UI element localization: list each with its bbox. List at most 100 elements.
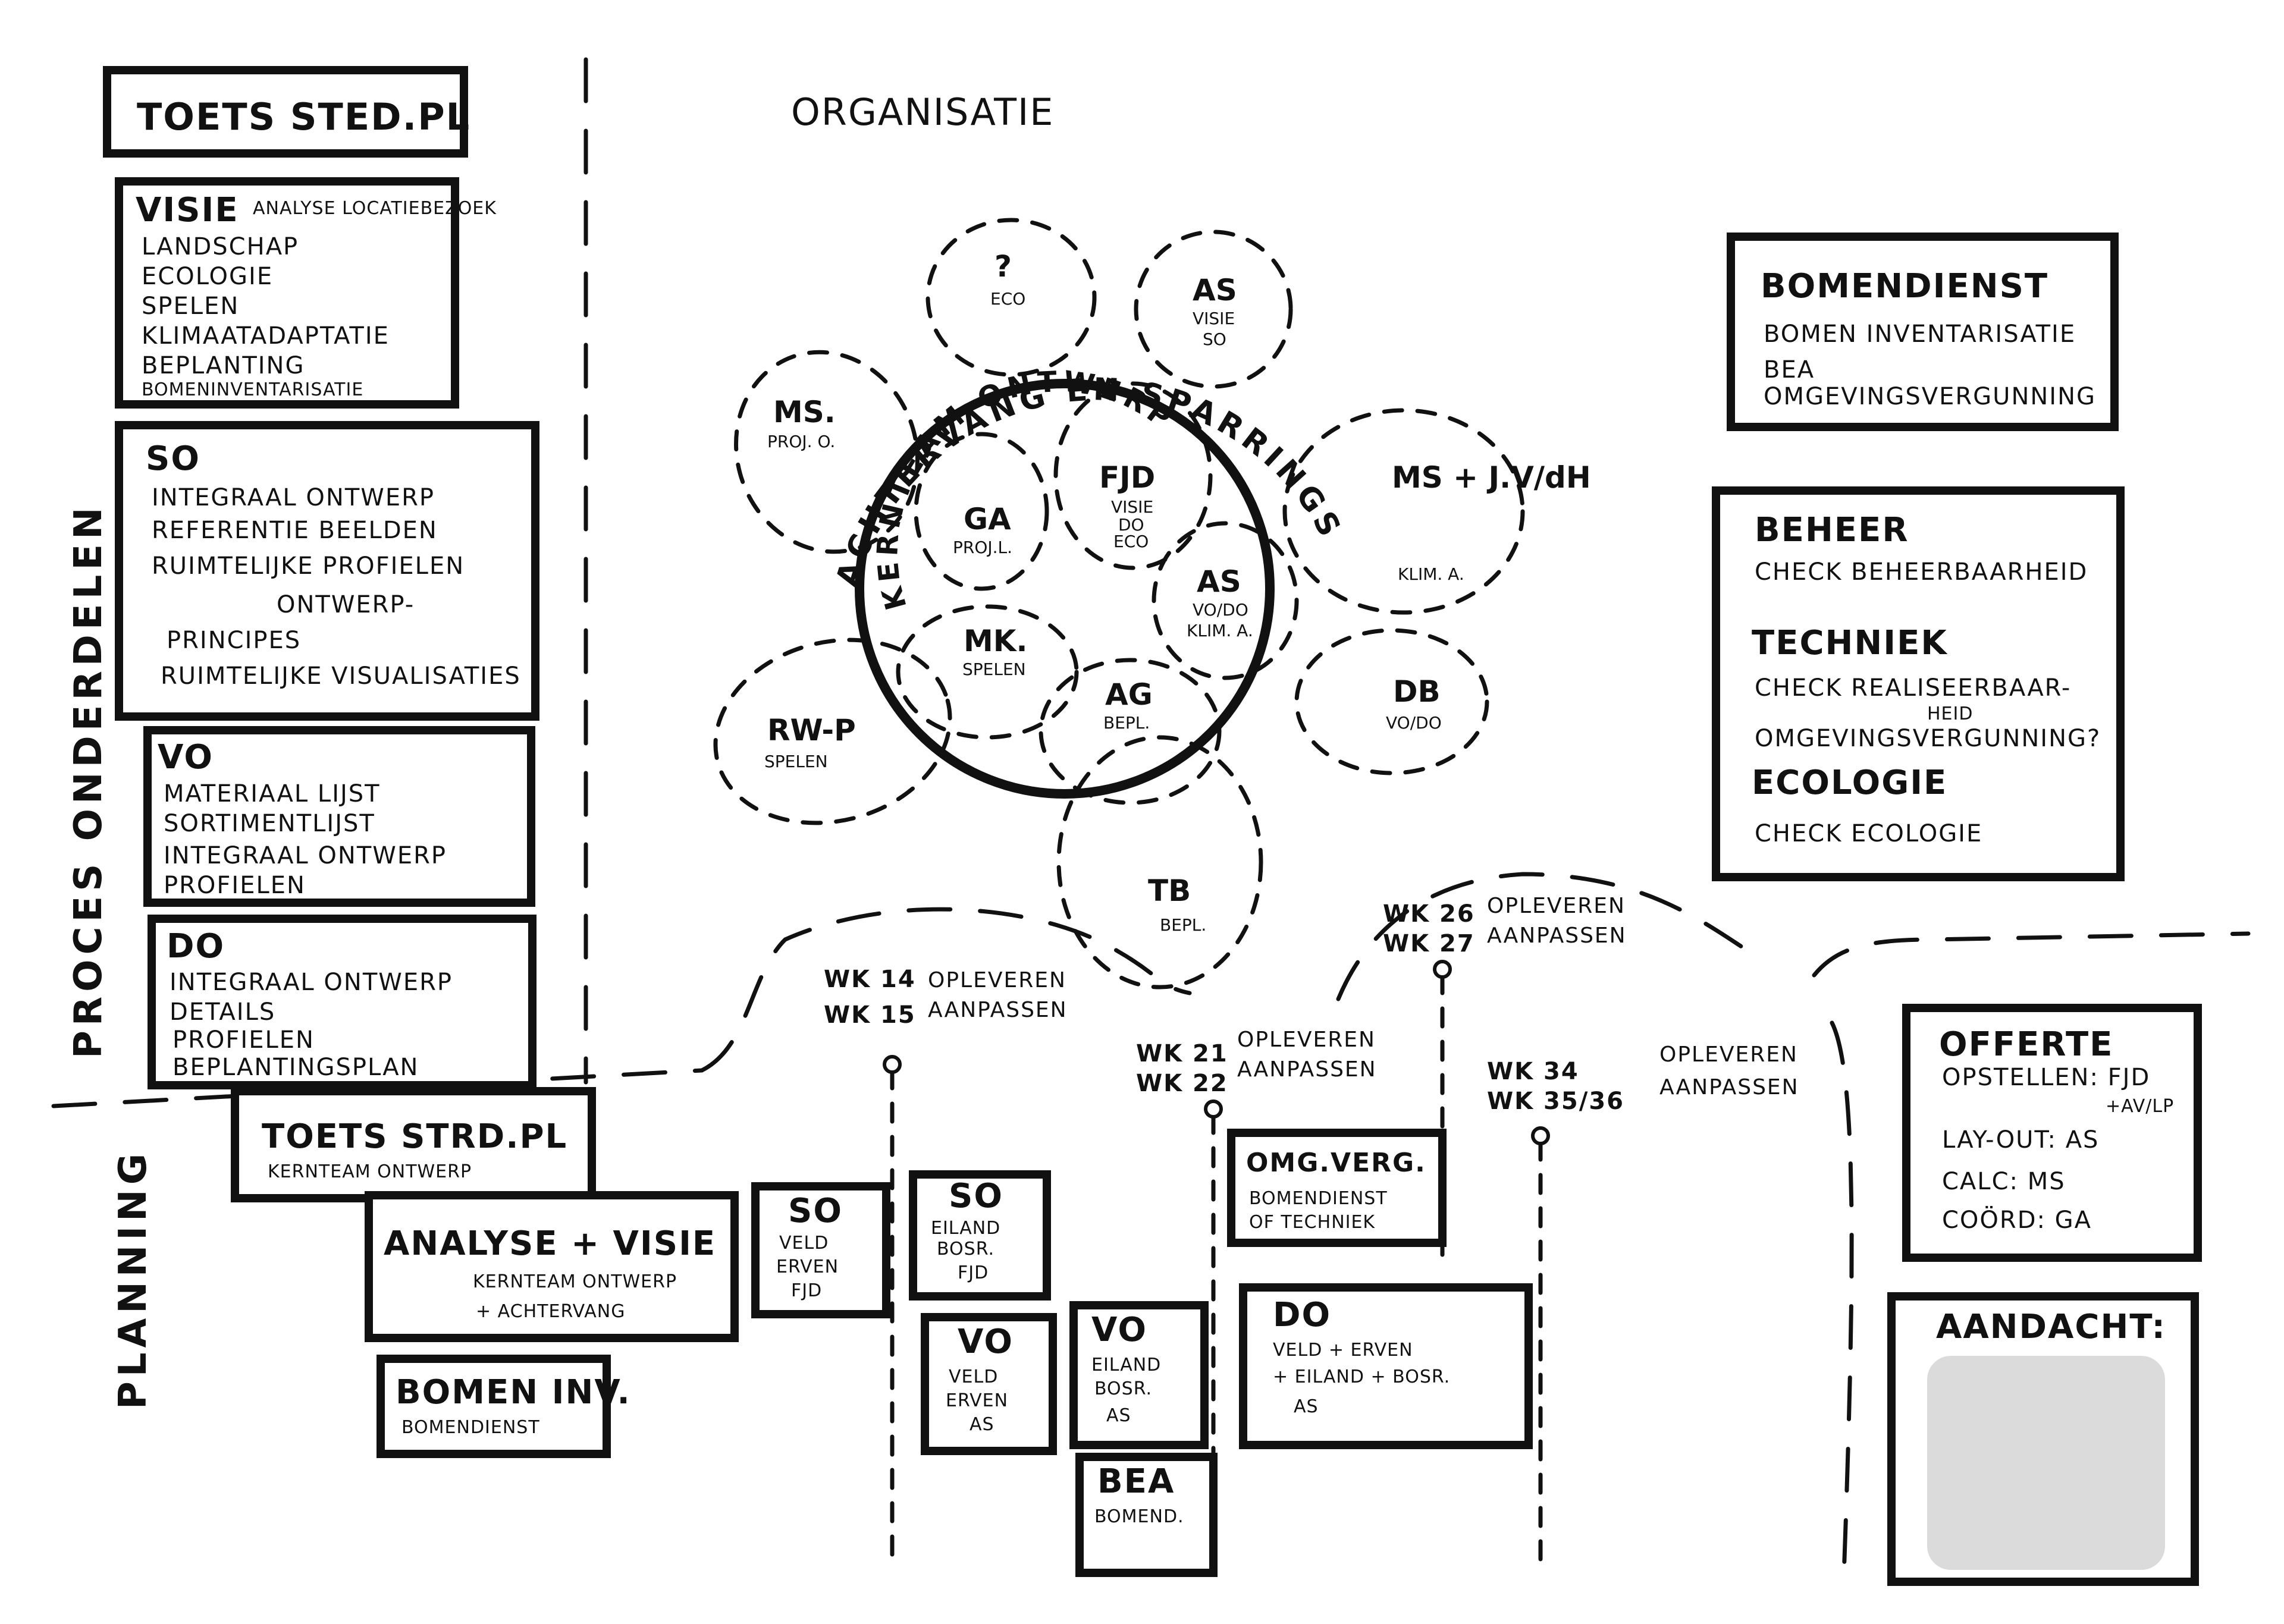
task-frame bbox=[1069, 1301, 1209, 1449]
task-title: SO bbox=[949, 1177, 1003, 1215]
beheer-item: CHECK BEHEERBAARHEID bbox=[1755, 558, 2088, 586]
task-title: VO bbox=[958, 1323, 1014, 1361]
milestone-week: WK 15 bbox=[824, 1001, 916, 1029]
task-omg-verg[interactable]: OMG.VERG. BOMENDIENST OF TECHNIEK bbox=[1227, 1129, 1447, 1247]
core-segment bbox=[1152, 521, 1299, 680]
task-vo-veld[interactable]: VO VELD ERVEN AS bbox=[921, 1313, 1057, 1455]
planning-label: PLANNING bbox=[111, 1149, 155, 1409]
petal-member-sub: KLIM. A. bbox=[1398, 564, 1464, 584]
milestone-pin bbox=[883, 1055, 902, 1074]
petal-member-db: DB VO/DO bbox=[1386, 674, 1442, 733]
core-member-sub: BEPL. bbox=[1103, 713, 1150, 733]
milestone-week: WK 14 bbox=[824, 966, 916, 993]
task-so-veld[interactable]: SO VELD ERVEN FJD bbox=[751, 1182, 890, 1318]
phase-visie-item: SPELEN bbox=[142, 293, 239, 320]
phase-do-item: PROFIELEN bbox=[172, 1026, 315, 1054]
task-title: TOETS STRD.PL bbox=[262, 1117, 567, 1156]
milestone-week: WK 35/36 bbox=[1487, 1088, 1624, 1115]
task-line: VELD bbox=[779, 1233, 829, 1254]
milestone-pin bbox=[1433, 960, 1452, 979]
offerte-row: OPSTELLEN: FJD bbox=[1942, 1064, 2150, 1091]
core-segment bbox=[1039, 658, 1222, 805]
milestone-action: OPLEVEREN bbox=[1659, 1042, 1798, 1067]
task-so-eiland[interactable]: SO EILAND BOSR. FJD bbox=[909, 1170, 1051, 1301]
milestone-week: WK 22 bbox=[1136, 1070, 1228, 1097]
milestone-week: WK 21 bbox=[1136, 1040, 1228, 1067]
aandacht-title: AANDACHT: bbox=[1936, 1308, 2166, 1346]
phase-do-item: INTEGRAAL ONTWERP bbox=[170, 969, 453, 996]
core-member-name: AS bbox=[1197, 564, 1241, 599]
phase-so-item: RUIMTELIJKE PROFIELEN bbox=[152, 552, 465, 580]
toets-title: TOETS STED.PL bbox=[137, 95, 470, 139]
milestone-week: WK 34 bbox=[1487, 1058, 1579, 1085]
petal-member-name: TB bbox=[1148, 874, 1191, 908]
task-bea[interactable]: BEA BOMEND. bbox=[1075, 1453, 1218, 1577]
offerte-title: OFFERTE bbox=[1939, 1025, 2113, 1064]
phase-visie[interactable]: VISIE ANALYSE LOCATIEBEZOEK LANDSCHAP EC… bbox=[115, 177, 497, 409]
task-line: AS bbox=[1294, 1396, 1319, 1417]
offerte-row: COÖRD: GA bbox=[1942, 1205, 2092, 1234]
toets-box[interactable]: TOETS STED.PL bbox=[103, 66, 470, 158]
petal-member-sub: PROJ. O. bbox=[767, 432, 835, 451]
phase-visie-item: LANDSCHAP bbox=[142, 233, 299, 260]
phase-vo[interactable]: VO MATERIAAL LIJST SORTIMENTLIJST INTEGR… bbox=[143, 726, 535, 907]
phase-so[interactable]: SO INTEGRAAL ONTWERP REFERENTIE BEELDEN … bbox=[115, 421, 539, 721]
task-title: BOMEN INV. bbox=[396, 1373, 631, 1412]
beheer-box[interactable]: BEHEER CHECK BEHEERBAARHEID TECHNIEK CHE… bbox=[1712, 486, 2125, 881]
ecologie-title: ECOLOGIE bbox=[1752, 764, 1947, 802]
task-line: EILAND bbox=[931, 1218, 1000, 1239]
petal-outline bbox=[1282, 408, 1525, 615]
techniek-title: TECHNIEK bbox=[1752, 624, 1948, 662]
core-segment bbox=[1053, 381, 1213, 570]
beheer-title: BEHEER bbox=[1755, 511, 1909, 549]
petal-member-name: MS. bbox=[773, 395, 836, 429]
phase-vo-title: VO bbox=[158, 738, 214, 777]
task-do[interactable]: DO VELD + ERVEN + EILAND + BOSR. AS bbox=[1239, 1283, 1533, 1449]
core-segment bbox=[914, 432, 1049, 591]
task-line: BOSR. bbox=[937, 1239, 994, 1259]
core-member-sub: PROJ.L. bbox=[953, 538, 1012, 557]
offerte-box[interactable]: OFFERTE OPSTELLEN: FJD +AV/LP LAY-OUT: A… bbox=[1902, 1004, 2202, 1262]
aandacht-box[interactable]: AANDACHT: bbox=[1887, 1292, 2199, 1586]
bomendienst-box[interactable]: BOMENDIENST BOMEN INVENTARISATIE BEA OMG… bbox=[1727, 233, 2119, 431]
bomendienst-item: BOMEN INVENTARISATIE bbox=[1764, 321, 2076, 348]
milestone-action: AANPASSEN bbox=[1487, 923, 1627, 948]
core-member-mk: MK. SPELEN bbox=[962, 624, 1028, 679]
petal-member-name: MS + J.V/dH bbox=[1392, 460, 1591, 495]
core-member-sub: KLIM. A. bbox=[1187, 621, 1253, 640]
petal-member-name: RW-P bbox=[767, 713, 856, 747]
phase-vo-item: PROFIELEN bbox=[164, 872, 306, 899]
vertical-divider-right bbox=[1830, 1020, 1854, 1578]
core-member-sub: VISIE bbox=[1111, 497, 1153, 517]
petal-member-name: DB bbox=[1393, 674, 1441, 709]
bomendienst-frame bbox=[1727, 233, 2119, 431]
core-member-name: FJD bbox=[1099, 460, 1155, 495]
horizontal-divider-curve1 bbox=[699, 907, 1192, 1073]
horizontal-divider-right bbox=[1812, 931, 2251, 978]
phase-vo-item: INTEGRAAL ONTWERP bbox=[164, 842, 447, 869]
proces-label: PROCES ONDERDELEN bbox=[67, 502, 111, 1058]
phase-so-item: INTEGRAAL ONTWERP bbox=[152, 484, 435, 511]
task-sub: + ACHTERVANG bbox=[476, 1301, 625, 1322]
task-sub: KERNTEAM ONTWERP bbox=[473, 1271, 677, 1292]
task-line: VELD bbox=[949, 1367, 998, 1387]
petal-member-sub: VO/DO bbox=[1386, 713, 1442, 733]
milestone-wk26: WK 26 OPLEVEREN WK 27 AANPASSEN bbox=[1383, 894, 1627, 957]
task-bomen[interactable]: BOMEN INV. BOMENDIENST bbox=[377, 1355, 631, 1458]
task-frame bbox=[1239, 1283, 1533, 1449]
task-toets[interactable]: TOETS STRD.PL KERNTEAM ONTWERP bbox=[231, 1087, 596, 1202]
phase-visie-item: BEPLANTING bbox=[142, 352, 305, 379]
petal-member-sub: BEPL. bbox=[1160, 915, 1206, 935]
milestone-wk34: WK 34 OPLEVEREN WK 35/36 AANPASSEN bbox=[1487, 1042, 1798, 1115]
task-analyse[interactable]: ANALYSE + VISIE KERNTEAM ONTWERP + ACHTE… bbox=[365, 1191, 739, 1342]
phase-visie-frame bbox=[115, 177, 459, 409]
phase-vo-frame bbox=[143, 726, 535, 907]
techniek-item: CHECK REALISEERBAAR- bbox=[1755, 674, 2071, 702]
task-vo-eiland[interactable]: VO EILAND BOSR. AS bbox=[1069, 1301, 1209, 1449]
blurred-notes bbox=[1927, 1356, 2165, 1570]
task-frame bbox=[377, 1355, 611, 1458]
core-member-sub: DO bbox=[1118, 515, 1144, 535]
phase-do[interactable]: DO INTEGRAAL ONTWERP DETAILS PROFIELEN B… bbox=[148, 915, 537, 1089]
task-title: BEA bbox=[1097, 1462, 1175, 1501]
task-sub: KERNTEAM ONTWERP bbox=[268, 1161, 472, 1182]
